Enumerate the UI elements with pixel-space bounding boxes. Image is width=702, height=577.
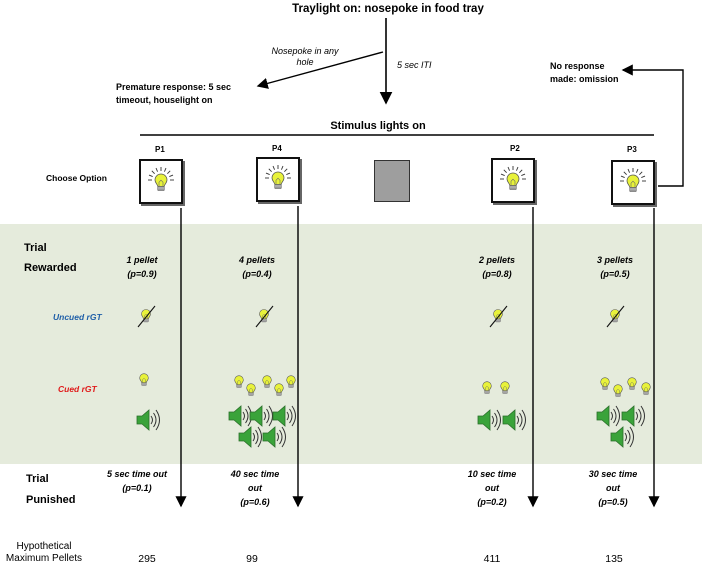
reward-probability: (p=0.4) — [242, 269, 272, 279]
speaker-icon — [249, 405, 273, 427]
reward-amount: 2 pellets — [478, 255, 516, 265]
omission-text: No response made: omission — [550, 61, 619, 84]
crossed-bulb-icon — [606, 305, 625, 328]
crossed-bulb-icon — [137, 305, 156, 328]
timeout-probability: (p=0.5) — [598, 497, 628, 507]
max-pellets-p2: 411 — [483, 553, 501, 565]
timeout-text: 30 sec time out — [588, 469, 638, 493]
lit-bulb-icon — [148, 167, 174, 191]
option-label-p2: P2 — [510, 144, 520, 153]
reward-p4: 4 pellets (p=0.4) — [227, 253, 287, 281]
timeout-p2: 10 sec time out (p=0.2) — [465, 467, 519, 509]
premature-text: Premature response: 5 sec timeout, house… — [116, 82, 232, 105]
cue-bulb-icon — [613, 384, 623, 397]
reward-p1: 1 pellet (p=0.9) — [112, 253, 172, 281]
speaker-icon — [610, 426, 634, 448]
option-label-p3: P3 — [627, 145, 637, 154]
inactive-hole — [374, 160, 410, 202]
reward-p2: 2 pellets (p=0.8) — [467, 253, 527, 281]
speaker-icon — [477, 409, 501, 431]
reward-p3: 3 pellets (p=0.5) — [585, 253, 645, 281]
cue-bulb-icon — [600, 377, 610, 390]
trial-punished-label: Trial Punished — [26, 473, 76, 506]
option-box-p1 — [139, 159, 183, 204]
speaker-icon — [502, 409, 526, 431]
reward-amount: 4 pellets — [238, 255, 276, 265]
reward-band — [0, 224, 702, 464]
option-box-p2 — [491, 158, 535, 203]
cue-bulb-icon — [641, 382, 651, 395]
choose-option-label: Choose Option — [46, 173, 107, 183]
timeout-probability: (p=0.6) — [240, 497, 270, 507]
max-pellets-p1: 295 — [138, 553, 156, 565]
timeout-text: 5 sec time out — [106, 469, 168, 479]
max-pellets-label: Hypothetical Maximum Pellets — [5, 541, 83, 564]
option-box-p4 — [256, 157, 300, 202]
speaker-icon — [238, 426, 262, 448]
cue-bulb-icon — [627, 377, 637, 390]
lit-bulb-icon — [265, 165, 291, 189]
reward-probability: (p=0.8) — [482, 269, 512, 279]
option-label-p4: P4 — [272, 144, 282, 153]
speaker-icon — [262, 426, 286, 448]
lit-bulb-icon — [500, 166, 526, 190]
cue-bulb-icon — [262, 375, 272, 388]
traylight-text: Traylight on: nosepoke in food tray — [292, 3, 484, 15]
timeout-p4: 40 sec time out (p=0.6) — [228, 467, 282, 509]
speaker-icon — [272, 405, 296, 427]
timeout-probability: (p=0.2) — [477, 497, 507, 507]
timeout-probability: (p=0.1) — [122, 483, 152, 493]
reward-probability: (p=0.9) — [127, 269, 157, 279]
iti-text: 5 sec ITI — [397, 60, 432, 70]
timeout-p3: 30 sec time out (p=0.5) — [586, 467, 640, 509]
cue-bulb-icon — [482, 381, 492, 394]
speaker-icon — [596, 405, 620, 427]
timeout-text: 10 sec time out — [467, 469, 517, 493]
speaker-icon — [621, 405, 645, 427]
option-label-p1: P1 — [155, 145, 165, 154]
cue-bulb-icon — [500, 381, 510, 394]
crossed-bulb-icon — [255, 305, 274, 328]
nosepoke-any-hole-text: Nosepoke in any hole — [271, 46, 339, 67]
option-box-p3 — [611, 160, 655, 205]
lit-bulb-icon — [620, 168, 646, 192]
reward-probability: (p=0.5) — [600, 269, 630, 279]
cue-bulb-icon — [286, 375, 296, 388]
cue-bulb-icon — [234, 375, 244, 388]
stimulus-lights-text: Stimulus lights on — [330, 120, 426, 132]
cue-bulb-icon — [274, 383, 284, 396]
uncued-rgt-label: Uncued rGT — [53, 312, 102, 322]
max-pellets-p3: 135 — [605, 553, 623, 565]
crossed-bulb-icon — [489, 305, 508, 328]
cue-bulb-icon — [246, 383, 256, 396]
speaker-icon — [136, 409, 160, 431]
trial-rewarded-label: Trial Rewarded — [24, 242, 77, 274]
reward-amount: 3 pellets — [596, 255, 634, 265]
max-pellets-p4: 99 — [246, 553, 258, 565]
cue-bulb-icon — [139, 373, 149, 386]
reward-amount: 1 pellet — [126, 255, 158, 265]
timeout-text: 40 sec time out — [230, 469, 280, 493]
timeout-p1: 5 sec time out (p=0.1) — [102, 467, 172, 495]
cued-rgt-label: Cued rGT — [58, 384, 97, 394]
